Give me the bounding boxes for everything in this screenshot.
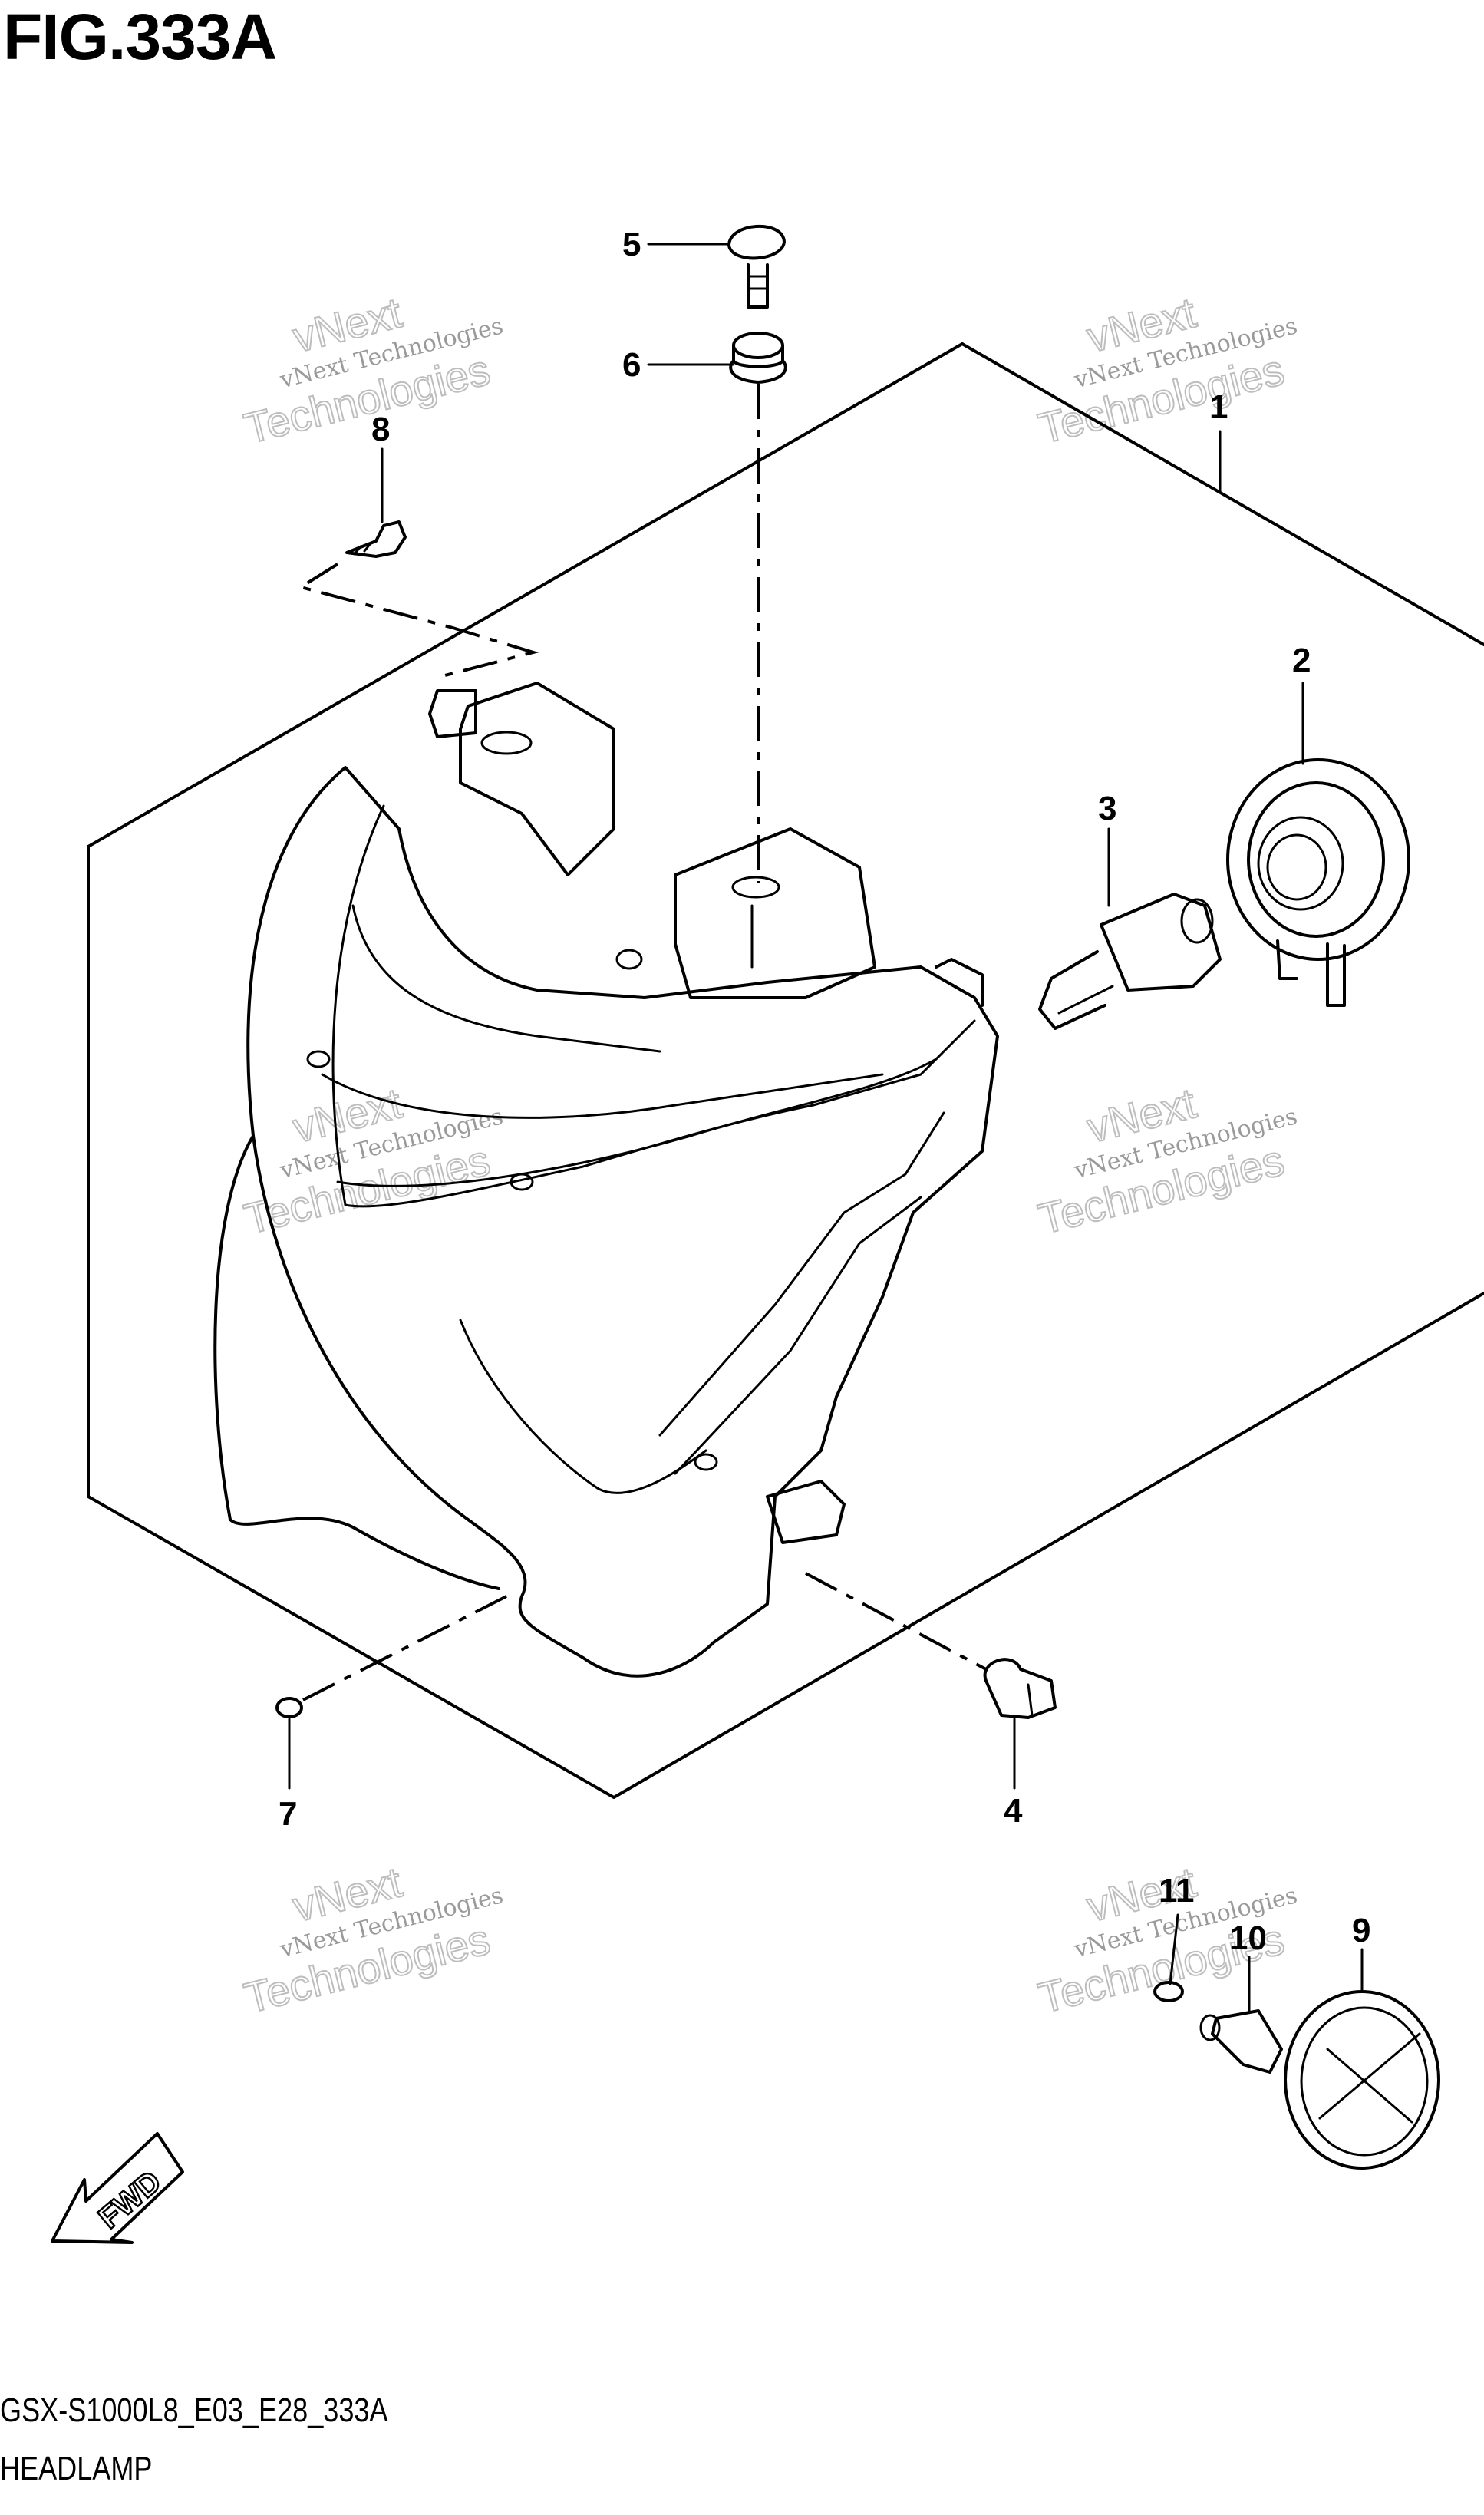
- watermark-6: vNext vNext Technologies Technologies: [1033, 1857, 1300, 2023]
- watermark-3: vNext vNext Technologies Technologies: [239, 1078, 506, 1244]
- cushion: [275, 1697, 303, 1718]
- fwd-label: FWD: [92, 2164, 167, 2235]
- leader-lines: [288, 243, 1364, 2012]
- washer: [1153, 1981, 1184, 2002]
- figure-title: FIG.333A: [3, 1, 277, 73]
- headlamp-housing: [213, 682, 999, 1678]
- grommet: [729, 332, 787, 384]
- headlamp-bulb: [1038, 893, 1222, 1030]
- socket-cover: [1226, 758, 1410, 1007]
- callout-5: 5: [622, 226, 641, 263]
- assembly-box-edge: [961, 342, 1484, 646]
- clip: [983, 1658, 1057, 1719]
- watermark-4: vNext vNext Technologies Technologies: [1033, 1078, 1300, 1244]
- alignment-lines: [297, 384, 987, 1701]
- screw: [345, 520, 407, 558]
- callout-4: 4: [1004, 1792, 1023, 1830]
- watermark-2: vNext vNext Technologies Technologies: [1033, 287, 1300, 454]
- figure-name: HEADLAMP: [0, 2450, 153, 2487]
- callout-11: 11: [1159, 1872, 1195, 1909]
- callout-1: 1: [1209, 388, 1228, 426]
- assembly-box: [87, 342, 1484, 1799]
- adjuster-cap: [1284, 1990, 1440, 2170]
- fwd-arrow-icon: FWD: [51, 2132, 184, 2244]
- callout-8: 8: [371, 411, 390, 448]
- callout-6: 6: [622, 346, 641, 384]
- watermark-5: vNext vNext Technologies Technologies: [239, 1857, 506, 2023]
- figure-code: GSX-S1000L8_E03_E28_333A: [0, 2391, 388, 2429]
- adjuster-bolt: [1199, 2009, 1283, 2074]
- callout-2: 2: [1292, 642, 1311, 679]
- callout-7: 7: [279, 1795, 297, 1833]
- bolt: [727, 225, 786, 309]
- watermark-1: vNext vNext Technologies Technologies: [239, 287, 506, 454]
- callout-3: 3: [1098, 790, 1116, 827]
- callout-10: 10: [1229, 1919, 1267, 1957]
- callout-9: 9: [1352, 1912, 1370, 1949]
